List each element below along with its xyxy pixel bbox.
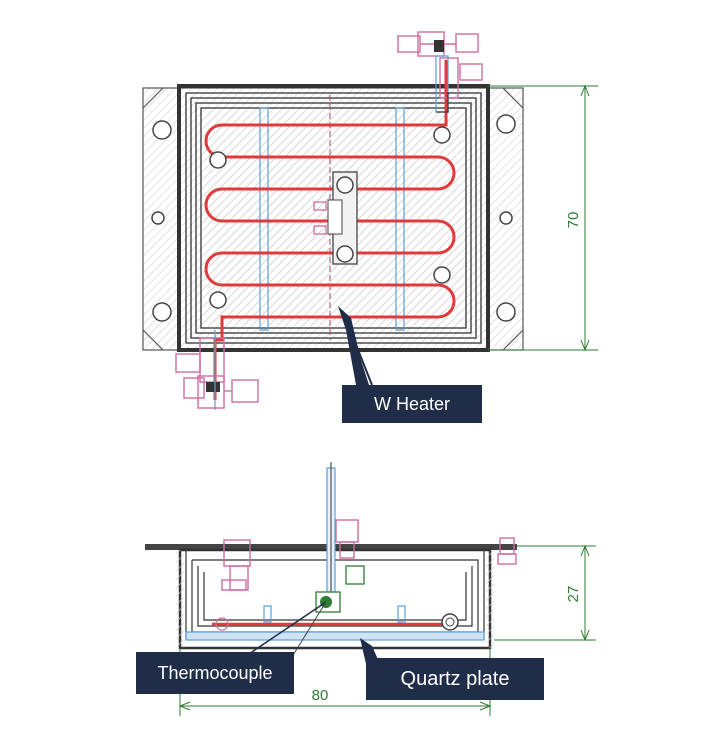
w-heater-label-text: W Heater — [373, 393, 451, 414]
quartz-plate — [185, 631, 485, 641]
dimension-label-70: 70 — [565, 212, 582, 229]
dimension-label-27: 27 — [565, 586, 582, 603]
thermocouple-label-text: Thermocouple — [157, 662, 273, 683]
frame-layers — [177, 84, 490, 352]
thermocouple-label: Thermocouple — [136, 652, 294, 694]
mount-hole — [152, 302, 172, 322]
mount-hole — [496, 302, 516, 322]
mount-hole — [152, 120, 172, 140]
mount-hole-small — [151, 211, 165, 225]
heater-pointer — [338, 306, 369, 385]
w-heater-coil — [204, 123, 456, 400]
dimension-height-top — [488, 84, 598, 352]
dimension-height-side — [494, 544, 596, 642]
blue-tubes — [259, 107, 405, 331]
quartz-plate-label: Quartz plate — [366, 658, 544, 700]
quartz-plate-label-text: Quartz plate — [400, 667, 510, 690]
side-view: 27 80 — [145, 462, 596, 716]
w-heater-label: W Heater — [342, 385, 482, 423]
quartz-pointer — [360, 638, 380, 664]
top-view: 70 — [142, 31, 598, 410]
mount-hole — [496, 114, 516, 134]
dimension-label-80: 80 — [312, 687, 329, 704]
mount-hole-small — [499, 211, 513, 225]
